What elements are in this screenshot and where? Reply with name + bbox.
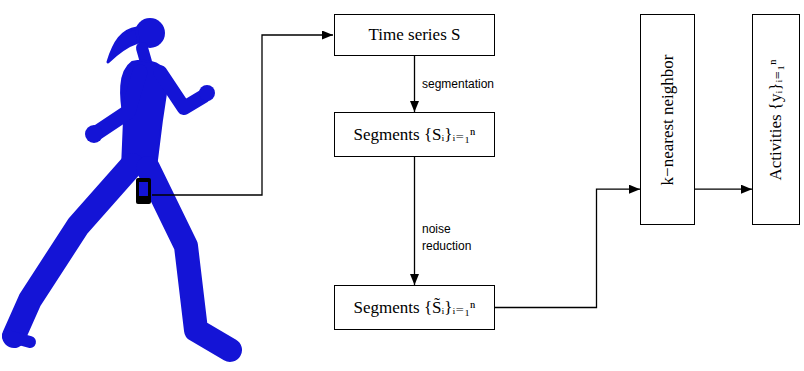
sensor-arrow xyxy=(152,35,333,195)
flow-arrow xyxy=(695,188,752,189)
phone-icon xyxy=(136,178,151,204)
box-label: Segments {S̃ᵢ}ᵢ₌₁ⁿ xyxy=(354,297,476,317)
flow-arrow xyxy=(495,189,640,307)
edge-label: noise reduction xyxy=(422,221,492,256)
runner-silhouette xyxy=(8,18,230,350)
flow-arrow xyxy=(414,157,415,285)
process-box: Segments {S̃ᵢ}ᵢ₌₁ⁿ xyxy=(334,285,495,330)
phone-screen xyxy=(139,182,148,196)
process-box: Segments {Sᵢ}ᵢ₌₁ⁿ xyxy=(334,112,495,157)
box-label: Time series S xyxy=(369,25,461,45)
edge-label: segmentation xyxy=(422,76,492,93)
box-label: Activities {yᵢ}ᵢ₌₁ⁿ xyxy=(766,59,786,180)
box-label: k−nearest neighbor xyxy=(657,54,677,185)
process-box: Time series S xyxy=(334,14,495,56)
box-label: Segments {Sᵢ}ᵢ₌₁ⁿ xyxy=(354,124,476,144)
vertical-process-box: k−nearest neighbor xyxy=(640,14,695,225)
vertical-process-box: Activities {yᵢ}ᵢ₌₁ⁿ xyxy=(752,14,800,225)
flow-arrow xyxy=(414,56,415,112)
